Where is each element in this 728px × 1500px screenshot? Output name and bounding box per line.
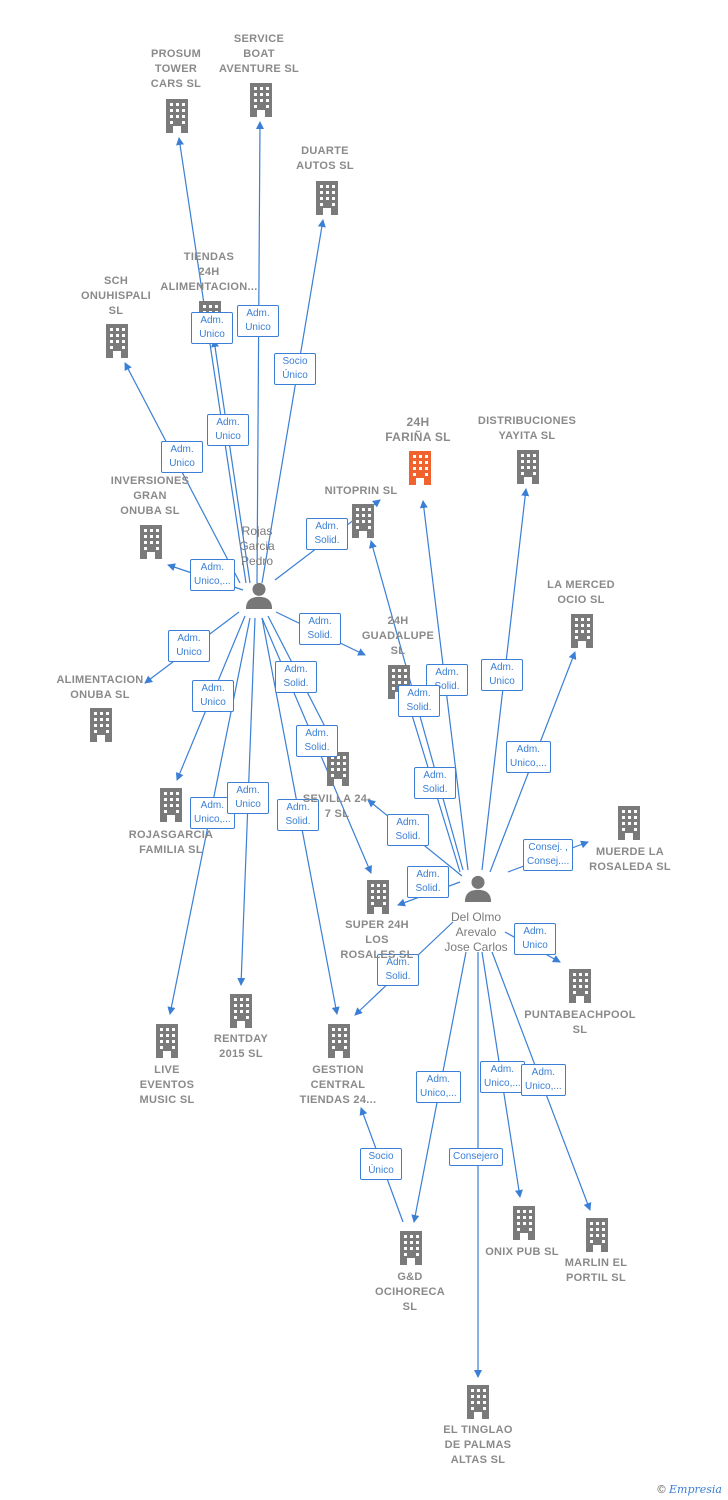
- company-label-prosum[interactable]: PROSUM TOWER CARS SL: [150, 48, 202, 90]
- edge-label-delolmo-marlin[interactable]: Adm. Unico,...: [521, 1064, 566, 1096]
- building-icon-yayita[interactable]: [517, 450, 539, 484]
- building-icon-24hfarina[interactable]: [409, 451, 431, 485]
- building-icon-rentday[interactable]: [230, 994, 252, 1028]
- company-label-lamerced[interactable]: LA MERCED OCIO SL: [547, 579, 615, 606]
- company-label-24hfarina[interactable]: 24H FARIÑA SL: [385, 415, 451, 444]
- building-icon-gd[interactable]: [400, 1231, 422, 1265]
- building-icon-serviceboat[interactable]: [250, 83, 272, 117]
- edge-label-delolmo-nitoprin[interactable]: Adm. Solid.: [414, 767, 456, 799]
- building-icon-lamerced[interactable]: [571, 614, 593, 648]
- company-label-inversiones[interactable]: INVERSIONES GRAN ONUBA SL: [110, 475, 190, 517]
- edge-label-rojas-sevilla247[interactable]: Adm. Solid.: [296, 725, 338, 757]
- edge-rojas-prosum: [176, 137, 247, 584]
- edge-label-delolmo-gd[interactable]: Adm. Unico,...: [416, 1071, 461, 1103]
- building-icon-super24h[interactable]: [367, 880, 389, 914]
- building-icon-nitoprin[interactable]: [352, 504, 374, 538]
- company-label-rojasgarcia[interactable]: ROJASGARCIA FAMILIA SL: [128, 829, 214, 856]
- edge-label-delolmo-yayita[interactable]: Adm. Unico: [481, 659, 523, 691]
- company-label-gestion[interactable]: GESTION CENTRAL TIENDAS 24...: [299, 1064, 377, 1106]
- company-label-guadalupe[interactable]: 24H GUADALUPE SL: [361, 615, 435, 657]
- building-icon-muerde[interactable]: [618, 806, 640, 840]
- company-label-tinglao[interactable]: EL TINGLAO DE PALMAS ALTAS SL: [443, 1424, 513, 1466]
- building-icon-prosum[interactable]: [166, 99, 188, 133]
- building-icon-duarte[interactable]: [316, 181, 338, 215]
- edge-label-rojas-guadalupe[interactable]: Adm. Solid.: [299, 613, 341, 645]
- edge-label-gd-gestion[interactable]: Socio Único: [360, 1148, 402, 1180]
- person-label-rojas[interactable]: Rojas Garcia Pedro: [239, 524, 275, 568]
- edge-label-rojas-prosum[interactable]: Adm. Unico: [191, 312, 233, 344]
- edge-label-rojas-nitoprin[interactable]: Adm. Solid.: [306, 518, 348, 550]
- edge-label-delolmo-gestion[interactable]: Adm. Solid.: [377, 954, 419, 986]
- edge-label-rojas-inversiones[interactable]: Adm. Unico,...: [190, 559, 235, 591]
- edge-label-delolmo-sevilla247[interactable]: Adm. Solid.: [387, 814, 429, 846]
- person-icon-delolmo[interactable]: [464, 875, 492, 902]
- company-label-muerde[interactable]: MUERDE LA ROSALEDA SL: [589, 846, 671, 873]
- company-label-gd[interactable]: G&D OCIHORECA SL: [375, 1271, 445, 1313]
- building-icon-sch[interactable]: [106, 324, 128, 358]
- edge-rojas-duarte: [261, 219, 326, 584]
- building-icon-inversiones[interactable]: [140, 525, 162, 559]
- edge-label-delolmo-tinglao[interactable]: Consejero: [449, 1148, 503, 1166]
- building-icon-tinglao[interactable]: [467, 1385, 489, 1419]
- company-label-onixpub[interactable]: ONIX PUB SL: [485, 1246, 559, 1258]
- company-label-sch[interactable]: SCH ONUHISPALI SL: [80, 275, 152, 317]
- company-label-puntabeach[interactable]: PUNTABEACHPOOL SL: [524, 1009, 636, 1036]
- edge-label-rojas-rojasgarcia[interactable]: Adm. Unico: [192, 680, 234, 712]
- edge-label-rojas-gestion[interactable]: Adm. Solid.: [277, 799, 319, 831]
- empresia-logo[interactable]: Empresia: [669, 1483, 722, 1496]
- edge-label-delolmo-puntabeach[interactable]: Adm. Unico: [514, 923, 556, 955]
- company-label-live[interactable]: LIVE EVENTOS MUSIC SL: [139, 1064, 195, 1106]
- company-label-super24h[interactable]: SUPER 24H LOS ROSALES SL: [340, 919, 414, 961]
- building-icon-onixpub[interactable]: [513, 1206, 535, 1240]
- edge-rojas-tiendas24h: [211, 339, 251, 584]
- person-icon-rojas[interactable]: [245, 582, 273, 609]
- building-icon-alimonuba[interactable]: [90, 708, 112, 742]
- edge-label-rojas-serviceboat[interactable]: Adm. Unico: [237, 305, 279, 337]
- building-icon-puntabeach[interactable]: [569, 969, 591, 1003]
- edge-label-rojas-tiendas24h[interactable]: Adm. Unico: [207, 414, 249, 446]
- edge-label-rojas-alimonuba[interactable]: Adm. Unico: [168, 630, 210, 662]
- building-icon-rojasgarcia[interactable]: [160, 788, 182, 822]
- copyright-symbol: ©: [656, 1483, 667, 1496]
- edge-label-rojas-rentday[interactable]: Adm. Unico: [227, 782, 269, 814]
- person-label-delolmo[interactable]: Del Olmo Arevalo Jose Carlos: [444, 910, 508, 954]
- company-label-sevilla247[interactable]: SEVILLA 24- 7 SL: [302, 793, 372, 820]
- edge-label-delolmo-guadalupe[interactable]: Adm. Solid.: [398, 685, 440, 717]
- company-label-rentday[interactable]: RENTDAY 2015 SL: [213, 1033, 269, 1060]
- company-label-duarte[interactable]: DUARTE AUTOS SL: [296, 145, 354, 172]
- edge-label-delolmo-lamerced[interactable]: Adm. Unico,...: [506, 741, 551, 773]
- edge-label-delolmo-muerde[interactable]: Consej. , Consej....: [523, 839, 574, 871]
- company-label-alimonuba[interactable]: ALIMENTACION ONUBA SL: [56, 674, 144, 701]
- edge-label-delolmo-onixpub[interactable]: Adm. Unico,...: [480, 1061, 525, 1093]
- edge-label-rojas-super24h[interactable]: Adm. Solid.: [275, 661, 317, 693]
- company-label-marlin[interactable]: MARLIN EL PORTIL SL: [564, 1257, 628, 1284]
- company-label-serviceboat[interactable]: SERVICE BOAT AVENTURE SL: [218, 33, 300, 75]
- company-label-nitoprin[interactable]: NITOPRIN SL: [324, 485, 398, 497]
- edge-label-rojas-sch[interactable]: Adm. Unico: [161, 441, 203, 473]
- edge-rojas-serviceboat: [255, 121, 264, 584]
- edge-label-delolmo-super24h[interactable]: Adm. Solid.: [407, 866, 449, 898]
- building-icon-gestion[interactable]: [328, 1024, 350, 1058]
- building-icon-sevilla247[interactable]: [327, 752, 349, 786]
- edge-rojas-sch: [124, 362, 241, 584]
- company-label-tiendas24h[interactable]: TIENDAS 24H ALIMENTACION...: [160, 251, 258, 293]
- brand-footer: ©Empresia: [656, 1483, 722, 1496]
- company-label-yayita[interactable]: DISTRIBUCIONES YAYITA SL: [477, 415, 577, 442]
- edge-label-rojas-duarte[interactable]: Socio Único: [274, 353, 316, 385]
